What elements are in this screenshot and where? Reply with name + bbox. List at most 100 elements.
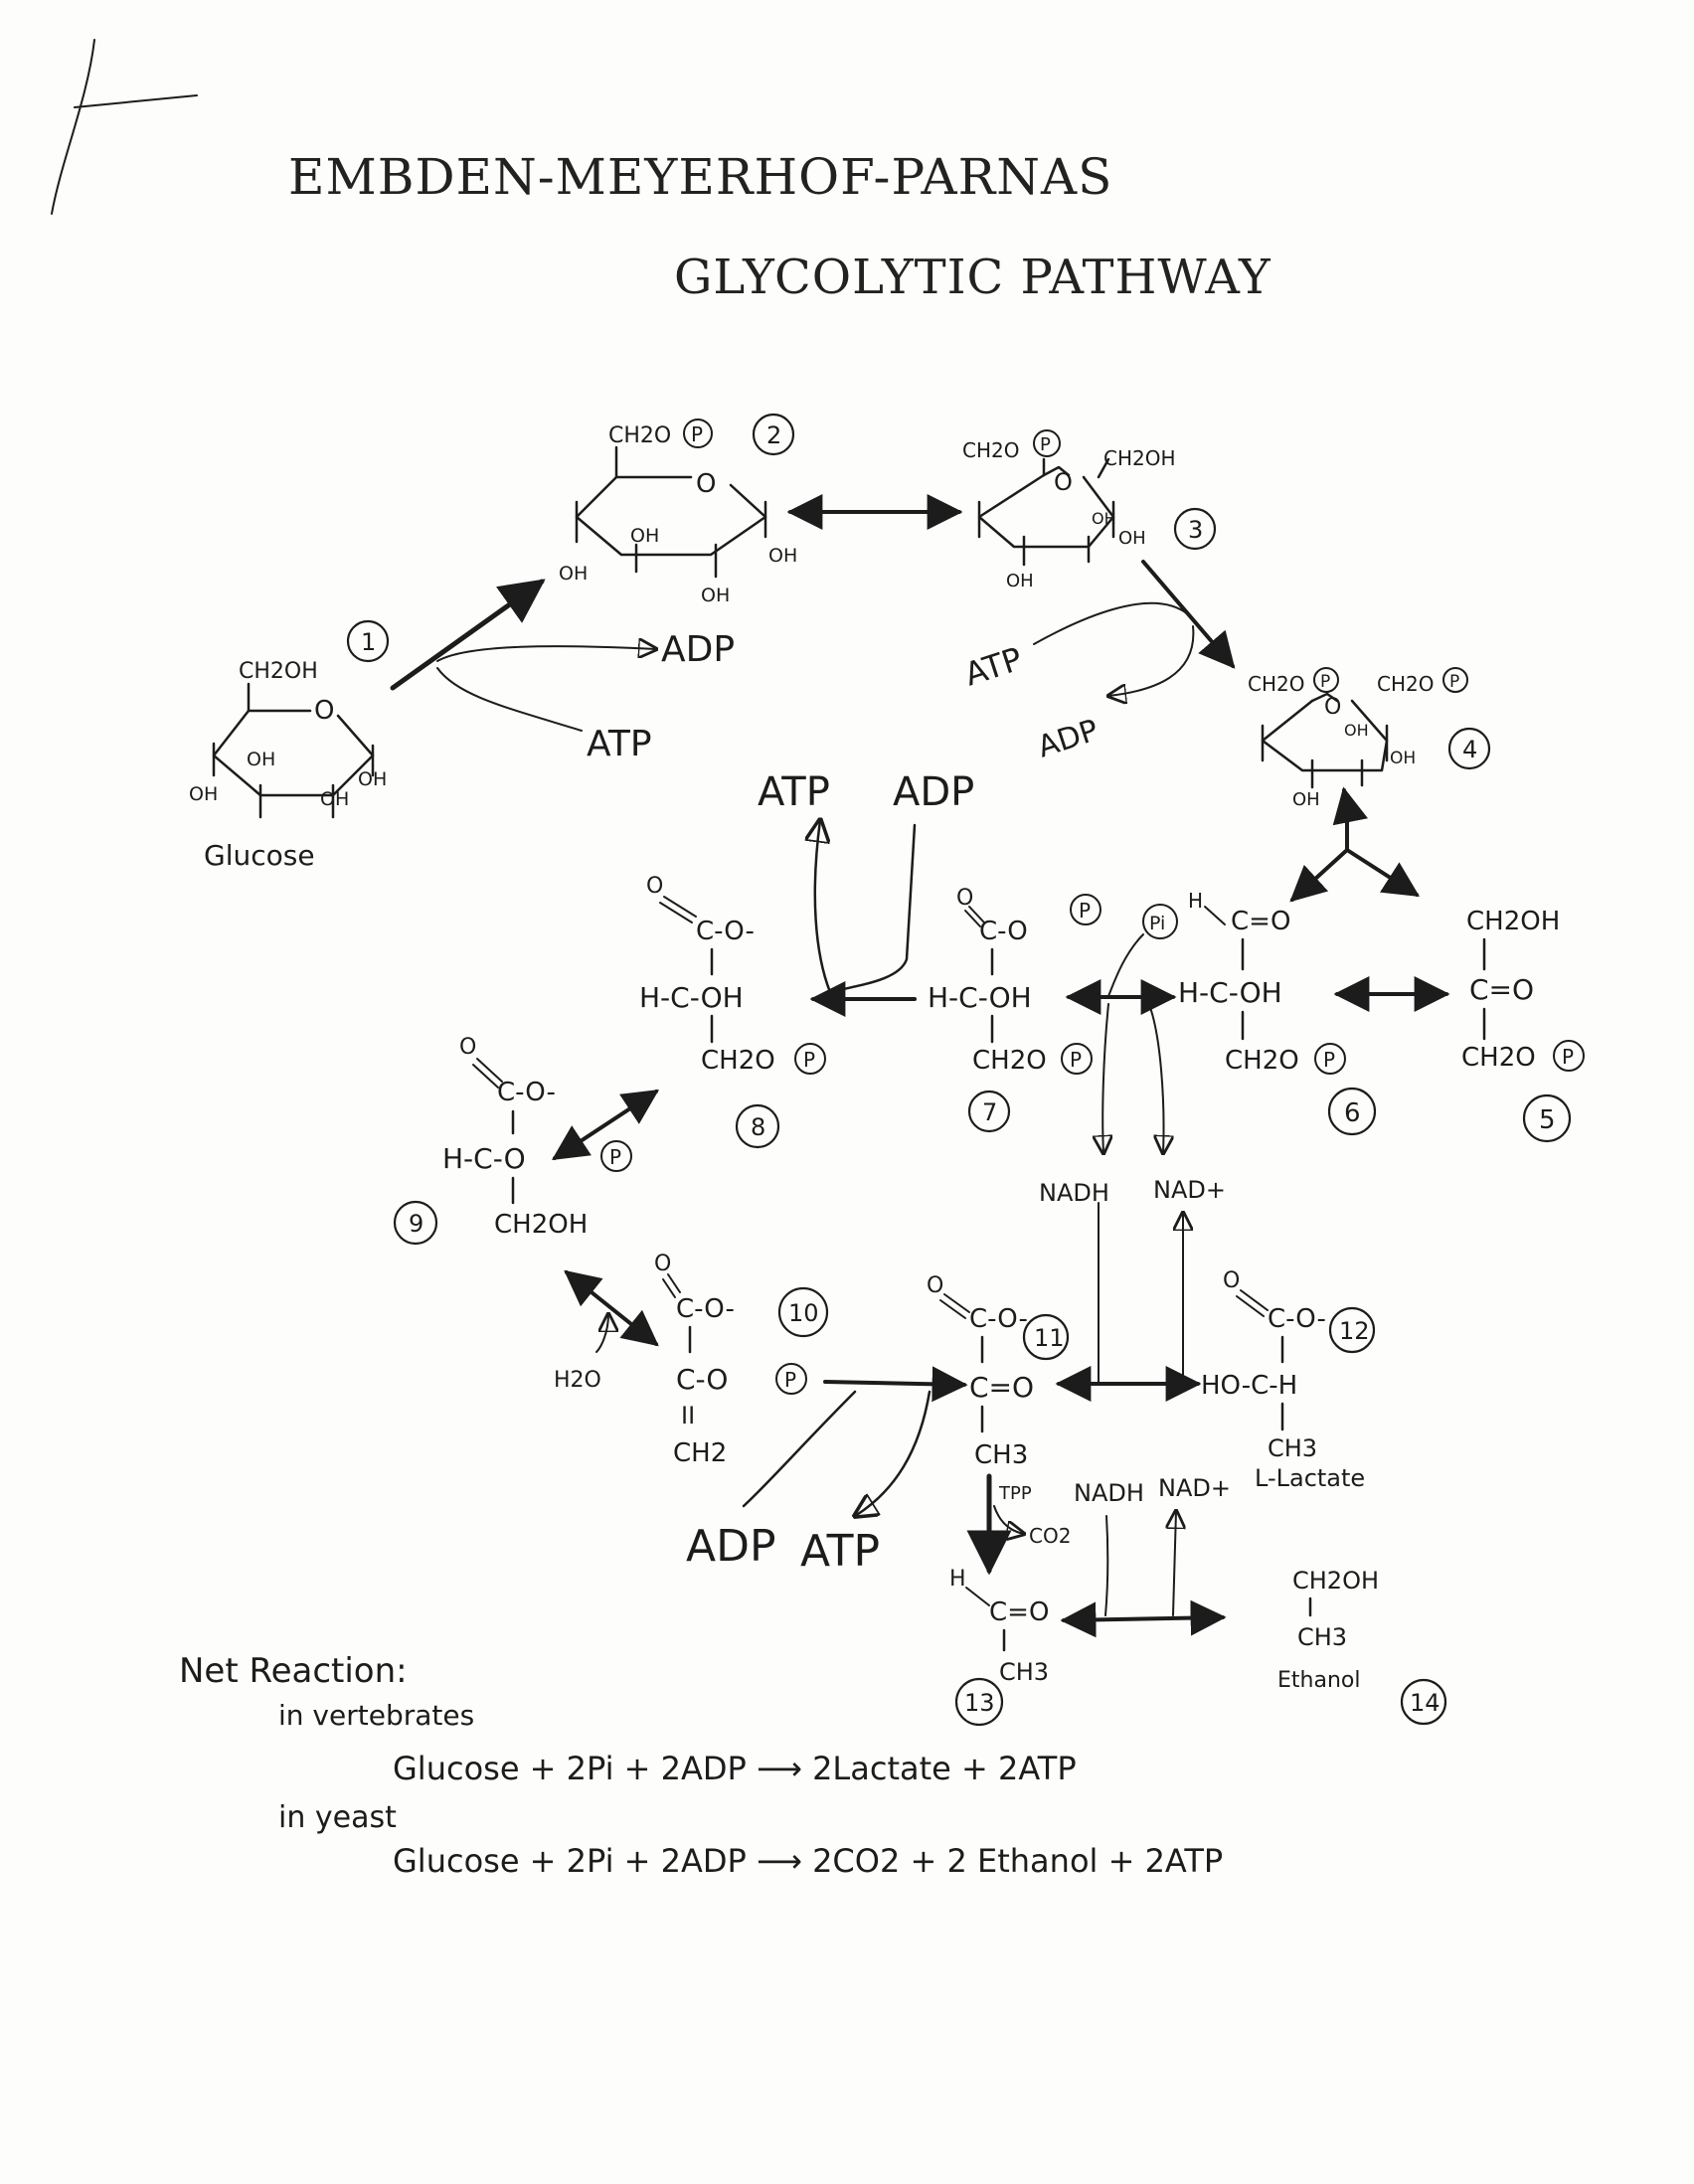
c6-line-3: CH2O bbox=[1225, 1046, 1299, 1076]
c3-oh-c: OH bbox=[1006, 571, 1034, 591]
compound-5-dihydroxyacetone-phosphate: CH2OH C=O CH2O P 5 bbox=[1461, 907, 1585, 1143]
net-vertebrates-label: in vertebrates bbox=[278, 1699, 474, 1732]
c14-number: 14 bbox=[1410, 1689, 1440, 1717]
c13-line-2: C=O bbox=[989, 1597, 1049, 1627]
compound-8-3-phosphoglycerate: O C-O- H-C-OH CH2O P 8 bbox=[639, 874, 826, 1149]
c3-ch2o: CH2O bbox=[962, 438, 1019, 462]
compound-12-lactate: O C-O- HO-C-H CH3 L-Lactate 12 bbox=[1201, 1268, 1376, 1492]
compound-2-glucose-6-phosphate: CH2O P O OH OH OH OH 2 bbox=[559, 413, 797, 606]
c4-phosphate-a: P bbox=[1320, 672, 1330, 692]
step7-atp: ATP bbox=[758, 769, 830, 815]
step10-adp: ADP bbox=[686, 1521, 776, 1572]
compound-7-1-3-bisphosphoglycerate: O C-O P H-C-OH CH2O P 7 bbox=[928, 886, 1101, 1133]
step-10-arrow: ADP ATP bbox=[686, 1366, 968, 1577]
c5-line-1: CH2OH bbox=[1466, 907, 1560, 936]
c1-oh-d: OH bbox=[320, 788, 349, 810]
c11-number: 11 bbox=[1034, 1324, 1065, 1352]
compound-4-fructose-1-6-bisphosphate: CH2O P CH2O P O OH OH OH 4 bbox=[1248, 667, 1491, 810]
compound-11-pyruvate: O C-O- C=O CH3 11 bbox=[927, 1273, 1070, 1470]
step-4-split-arrow bbox=[1289, 786, 1421, 903]
c9-phosphate: P bbox=[609, 1145, 621, 1169]
c3-ring-o: O bbox=[1054, 468, 1073, 496]
net-heading: Net Reaction: bbox=[179, 1651, 408, 1691]
c8-o: O bbox=[646, 874, 663, 899]
c13-number: 13 bbox=[964, 1689, 995, 1717]
step3-adp: ADP bbox=[1034, 713, 1103, 764]
c7-line-2: H-C-OH bbox=[928, 981, 1032, 1014]
c10-line-2: C-O bbox=[676, 1363, 728, 1396]
step-3-arrow: ATP ADP bbox=[960, 560, 1236, 765]
c4-oh-b: OH bbox=[1390, 749, 1416, 768]
c3-ch2oh: CH2OH bbox=[1103, 446, 1176, 470]
c9-line-3: CH2OH bbox=[494, 1210, 588, 1240]
c10-line-3: CH2 bbox=[673, 1438, 727, 1468]
c7-phosphate-a: P bbox=[1079, 899, 1091, 923]
step9-h2o: H2O bbox=[554, 1368, 601, 1393]
c3-oh-a: OH bbox=[1092, 509, 1116, 528]
c7-line-3: CH2O bbox=[972, 1046, 1047, 1076]
c1-number: 1 bbox=[361, 628, 376, 656]
c1-name: Glucose bbox=[204, 839, 315, 872]
c1-ch2oh: CH2OH bbox=[239, 659, 318, 684]
c2-phosphate: P bbox=[691, 422, 703, 446]
c3-phosphate: P bbox=[1040, 434, 1051, 455]
c8-number: 8 bbox=[751, 1113, 765, 1141]
c10-number: 10 bbox=[788, 1299, 819, 1327]
c2-ch2o: CH2O bbox=[608, 423, 671, 448]
c5-line-2: C=O bbox=[1469, 973, 1534, 1006]
c9-line-2: H-C-O bbox=[442, 1142, 526, 1175]
c8-line-2: H-C-OH bbox=[639, 981, 744, 1014]
step10-atp: ATP bbox=[800, 1526, 880, 1577]
c4-phosphate-b: P bbox=[1449, 672, 1459, 692]
c13-line-3: CH3 bbox=[999, 1658, 1049, 1686]
step-9-arrow: H2O bbox=[554, 1269, 659, 1393]
net-reaction: Net Reaction: in vertebrates Glucose + 2… bbox=[179, 1651, 1223, 1880]
c2-ring-o: O bbox=[696, 469, 716, 499]
c4-oh-a: OH bbox=[1344, 721, 1369, 740]
c8-line-3: CH2O bbox=[701, 1046, 775, 1076]
c3-oh-b: OH bbox=[1118, 528, 1146, 549]
c2-oh-c: OH bbox=[559, 563, 588, 585]
c8-phosphate: P bbox=[803, 1048, 815, 1072]
compound-14-ethanol: CH2OH CH3 Ethanol 14 bbox=[1277, 1567, 1447, 1726]
c4-oh-c: OH bbox=[1292, 789, 1320, 810]
step1-adp: ADP bbox=[661, 629, 735, 670]
step-13-arrow: NADH NAD+ bbox=[1060, 1474, 1231, 1638]
c10-line-1: C-O- bbox=[676, 1294, 735, 1324]
c11-line-2: C=O bbox=[969, 1371, 1034, 1404]
c11-o: O bbox=[927, 1273, 943, 1298]
c2-oh-a: OH bbox=[630, 525, 659, 547]
title-line-1: EMBDEN-MEYERHOF-PARNAS bbox=[288, 148, 1112, 206]
step12-tpp: TPP bbox=[998, 1483, 1032, 1504]
step13-nadh: NADH bbox=[1074, 1479, 1144, 1507]
c12-line-2: HO-C-H bbox=[1201, 1371, 1297, 1401]
step12-co2: CO2 bbox=[1029, 1524, 1071, 1548]
step-8-arrow bbox=[551, 1090, 660, 1160]
step13-nad: NAD+ bbox=[1158, 1474, 1231, 1502]
c11-line-1: C-O- bbox=[969, 1304, 1028, 1334]
c2-oh-b: OH bbox=[768, 545, 797, 567]
title-line-2: GLYCOLYTIC PATHWAY bbox=[674, 250, 1271, 305]
c1-oh-a: OH bbox=[247, 749, 275, 770]
c12-o: O bbox=[1223, 1268, 1240, 1293]
step-7-arrow: ATP ADP bbox=[758, 769, 974, 1017]
step-11-arrow bbox=[1055, 1202, 1202, 1402]
compound-10-phosphoenolpyruvate: O C-O- C-O P II CH2 10 bbox=[654, 1252, 829, 1468]
step-1-arrow: ADP ATP bbox=[390, 579, 735, 764]
compound-6-glyceraldehyde-3-phosphate: H C=O H-C-OH CH2O P 6 bbox=[1178, 889, 1377, 1136]
margin-mark bbox=[51, 39, 198, 215]
step-6-arrow: Pi NADH NAD+ bbox=[1039, 904, 1226, 1207]
c3-number: 3 bbox=[1188, 516, 1203, 544]
c7-o: O bbox=[956, 886, 973, 911]
compound-9-2-phosphoglycerate: O C-O- H-C-O P CH2OH 9 bbox=[393, 1035, 632, 1246]
c12-line-1: C-O- bbox=[1268, 1304, 1326, 1334]
c5-number: 5 bbox=[1539, 1105, 1556, 1135]
c4-ch2o-b: CH2O bbox=[1377, 672, 1434, 696]
compound-3-fructose-6-phosphate: CH2O P CH2OH O OH OH OH 3 bbox=[962, 429, 1217, 591]
step-12-arrow: TPP CO2 bbox=[966, 1473, 1071, 1576]
c7-line-1: C-O bbox=[979, 917, 1028, 946]
c4-ch2o-a: CH2O bbox=[1248, 672, 1304, 696]
c6-line-1: C=O bbox=[1231, 907, 1290, 936]
